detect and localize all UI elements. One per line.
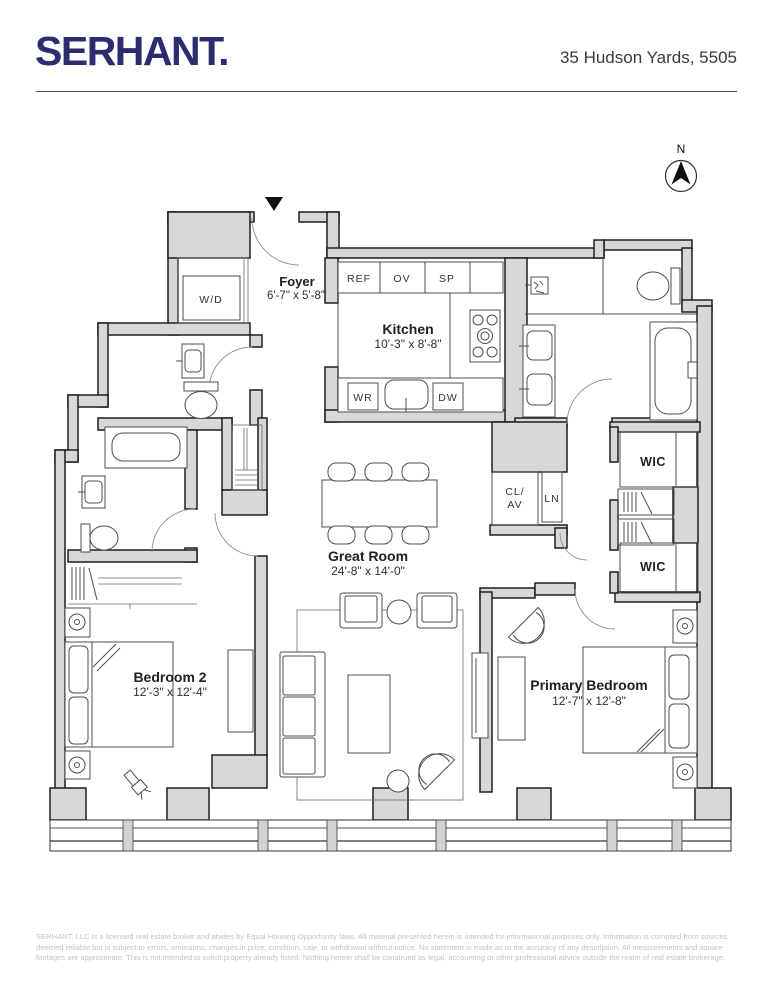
upper-cabinet-run xyxy=(337,261,504,294)
washer-dryer-unit xyxy=(182,275,241,321)
room-dims-primary-bedroom: 12'-7" x 12'-8" xyxy=(552,694,626,708)
room-label-bedroom2: Bedroom 2 xyxy=(133,669,206,685)
laundry-closet xyxy=(177,257,249,324)
accent-chair xyxy=(418,753,456,791)
pillow xyxy=(668,703,690,749)
side-table xyxy=(386,599,412,625)
closet-rod-icon xyxy=(617,488,675,516)
window-wall xyxy=(49,819,732,852)
room-dims-great-room: 24'-8" x 14'-0" xyxy=(331,564,405,578)
tv-console xyxy=(471,652,489,739)
dining-chair xyxy=(327,462,356,482)
sink xyxy=(526,373,553,406)
kitchen-fixtures xyxy=(337,261,504,413)
room-dims-bedroom2: 12'-3" x 12'-4" xyxy=(133,685,207,699)
dresser xyxy=(497,656,526,741)
cl-av-closet xyxy=(491,471,539,526)
label-wic-lower: WIC xyxy=(640,560,666,574)
compass-circle xyxy=(664,159,698,193)
great-room-furniture xyxy=(279,462,489,801)
walls xyxy=(49,211,732,821)
label-refrigerator: REF xyxy=(347,273,371,285)
compass-north-label: N xyxy=(677,142,686,156)
hall-closet xyxy=(231,424,263,491)
room-label-foyer: Foyer xyxy=(279,274,314,289)
label-dishwasher: DW xyxy=(438,392,458,404)
wine-refrigerator xyxy=(347,382,379,411)
room-labels: Foyer 6'-7" x 5'-8" Kitchen 10'-3" x 8'-… xyxy=(133,273,666,708)
primary-bedroom-furniture xyxy=(497,606,698,789)
label-speed-oven: SP xyxy=(439,273,455,285)
pillow xyxy=(68,696,89,745)
closet-rod-icon xyxy=(617,518,675,546)
dining-chair xyxy=(401,525,430,545)
label-wic-upper: WIC xyxy=(640,455,666,469)
wic-closets xyxy=(491,431,699,594)
compass: N xyxy=(664,142,698,193)
room-dims-foyer: 6'-7" x 5'-8" xyxy=(267,290,325,302)
listing-address: 35 Hudson Yards, 5505 xyxy=(559,48,737,67)
pillow xyxy=(68,645,89,694)
label-cl: CL/ xyxy=(505,486,524,498)
cooktop-icon xyxy=(469,309,501,363)
powder-room xyxy=(176,343,219,419)
closet-rod-icon xyxy=(68,567,197,609)
toilet xyxy=(636,271,670,301)
sink xyxy=(526,330,553,361)
label-washer-dryer: W/D xyxy=(199,294,222,306)
toilet xyxy=(184,391,218,419)
bedroom2-furniture xyxy=(64,567,254,800)
shower-drain-icon xyxy=(525,276,549,295)
label-av: AV xyxy=(507,499,522,511)
dining-chair xyxy=(401,462,430,482)
room-label-kitchen: Kitchen xyxy=(382,321,433,337)
label-oven: OV xyxy=(393,273,410,285)
pillow xyxy=(668,654,690,700)
telescope-icon xyxy=(123,769,152,800)
nightstand xyxy=(64,750,91,780)
primary-bathroom xyxy=(519,258,698,421)
dishwasher xyxy=(432,382,464,411)
armchair xyxy=(339,592,383,629)
toilet-tank xyxy=(670,267,681,305)
bed xyxy=(582,646,698,754)
dining-chair xyxy=(327,525,356,545)
coffee-table xyxy=(347,674,391,754)
room-label-primary-bedroom: Primary Bedroom xyxy=(530,677,647,693)
bed xyxy=(64,641,174,748)
toilet xyxy=(89,525,119,551)
armchair xyxy=(416,592,458,629)
room-label-great-room: Great Room xyxy=(328,548,408,564)
side-table xyxy=(386,769,410,793)
label-linen: LN xyxy=(544,493,559,505)
dining-table xyxy=(321,479,438,528)
linen-closet xyxy=(541,471,563,523)
accent-chair xyxy=(507,606,545,644)
dresser xyxy=(227,649,254,733)
toilet-tank xyxy=(80,523,91,553)
compass-needle-icon xyxy=(671,161,691,185)
toilet-tank xyxy=(183,381,219,392)
nightstand xyxy=(64,607,91,638)
dining-chair xyxy=(364,525,393,545)
legal-disclaimer: SERHANT. LLC is a licensed real estate b… xyxy=(36,932,728,963)
nightstand xyxy=(672,609,698,644)
header-divider xyxy=(36,91,737,92)
dining-chair xyxy=(364,462,393,482)
label-wine-refrigerator: WR xyxy=(353,392,373,404)
hall-bathroom xyxy=(78,426,188,553)
entry-arrow-icon xyxy=(265,197,283,211)
room-dims-kitchen: 10'-3" x 8'-8" xyxy=(374,337,441,351)
sofa xyxy=(279,651,326,778)
serhant-logo: SERHANT. xyxy=(35,28,230,74)
nightstand xyxy=(672,756,698,789)
